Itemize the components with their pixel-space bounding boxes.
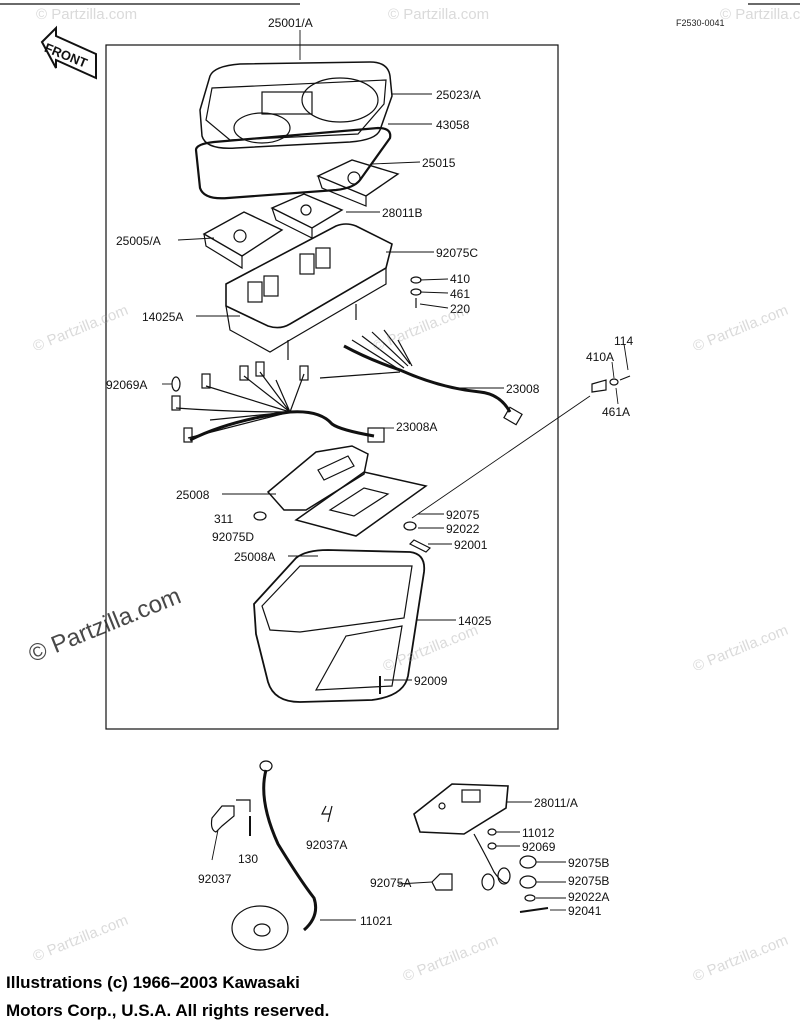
part-label-92075b-1[interactable]: 92075B xyxy=(568,856,610,870)
part-label-461a[interactable]: 461A xyxy=(602,405,631,419)
part-label-25001a[interactable]: 25001/A xyxy=(268,16,313,30)
part-label-410a[interactable]: 410A xyxy=(586,350,615,364)
part-label-461[interactable]: 461 xyxy=(450,287,471,301)
meter-case-14025a-drawing xyxy=(225,223,393,360)
bolt-114-drawing xyxy=(591,379,607,393)
part-label-92009[interactable]: 92009 xyxy=(414,674,448,688)
part-label-92037a[interactable]: 92037A xyxy=(306,838,348,852)
washer-92022a-drawing xyxy=(524,894,536,902)
part-label-92041[interactable]: 92041 xyxy=(568,904,602,918)
part-label-92075[interactable]: 92075 xyxy=(446,508,480,522)
part-label-92022a[interactable]: 92022A xyxy=(568,890,610,904)
part-label-114[interactable]: 114 xyxy=(614,334,634,348)
screw-92001-drawing xyxy=(408,539,432,553)
part-label-220[interactable]: 220 xyxy=(450,302,471,316)
copyright-line-2: Motors Corp., U.S.A. All rights reserved… xyxy=(6,1001,330,1020)
part-label-410[interactable]: 410 xyxy=(450,272,471,286)
indicator-housing-28011a-drawing xyxy=(413,783,511,891)
grommet-92075b-2-drawing xyxy=(519,875,537,889)
leader-lines xyxy=(162,30,629,921)
bracket-25008-drawing xyxy=(266,445,369,511)
part-label-25015[interactable]: 25015 xyxy=(422,156,456,170)
part-label-25023a[interactable]: 25023/A xyxy=(436,88,481,102)
meter-cover-drawing xyxy=(199,61,393,149)
part-label-25008a[interactable]: 25008A xyxy=(234,550,276,564)
part-label-43058[interactable]: 43058 xyxy=(436,118,470,132)
wiring-harness-23008-drawing xyxy=(319,329,523,426)
part-label-92022[interactable]: 92022 xyxy=(446,522,480,536)
screw-92041-drawing xyxy=(519,907,549,913)
copyright-line-1: Illustrations (c) 1966–2003 Kawasaki xyxy=(6,973,300,992)
front-arrow-icon xyxy=(40,25,97,80)
part-label-23008[interactable]: 23008 xyxy=(506,382,540,396)
part-label-25008[interactable]: 25008 xyxy=(176,488,210,502)
grommet-92075a-drawing xyxy=(431,873,453,891)
meter-25005a-drawing xyxy=(202,211,284,270)
bracket-92037-drawing xyxy=(210,799,251,833)
part-label-92001[interactable]: 92001 xyxy=(454,538,488,552)
grommet-92075b-1-drawing xyxy=(519,855,537,869)
bulb-92069-drawing xyxy=(487,842,497,850)
part-label-92069a[interactable]: 92069A xyxy=(106,378,148,392)
bolt-stack-drawing xyxy=(410,276,422,308)
part-label-23008a[interactable]: 23008A xyxy=(396,420,438,434)
figure-code: F2530-0041 xyxy=(676,18,725,28)
socket-harness-23008a-drawing xyxy=(171,361,385,443)
part-label-14025[interactable]: 14025 xyxy=(458,614,492,628)
meter-case-14025-drawing xyxy=(253,549,426,703)
part-label-25005a[interactable]: 25005/A xyxy=(116,234,161,248)
plate-25008a-drawing xyxy=(294,471,428,537)
part-label-92037[interactable]: 92037 xyxy=(198,872,232,886)
speedometer-cable-drawing xyxy=(231,760,318,951)
part-label-130[interactable]: 130 xyxy=(238,852,259,866)
part-label-92075c[interactable]: 92075C xyxy=(436,246,479,260)
clip-92037a-drawing xyxy=(321,805,333,823)
washer-92022-drawing xyxy=(403,521,417,531)
main-assembly-frame xyxy=(105,44,559,730)
part-label-92075b-2[interactable]: 92075B xyxy=(568,874,610,888)
indicator-28011b-drawing xyxy=(270,193,344,239)
part-label-28011b[interactable]: 28011B xyxy=(382,206,423,220)
part-label-92075a[interactable]: 92075A xyxy=(370,876,412,890)
part-label-14025a[interactable]: 14025A xyxy=(142,310,184,324)
part-label-311[interactable]: 311 xyxy=(214,512,234,526)
part-label-92069[interactable]: 92069 xyxy=(522,840,556,854)
nut-311-drawing xyxy=(253,511,267,521)
bulb-11012-drawing xyxy=(487,828,497,836)
meter-25015-drawing xyxy=(316,159,400,207)
part-label-11012[interactable]: 11012 xyxy=(522,826,555,840)
part-label-11021[interactable]: 11021 xyxy=(360,914,393,928)
part-label-28011a[interactable]: 28011/A xyxy=(534,796,578,810)
part-label-92075d[interactable]: 92075D xyxy=(212,530,255,544)
